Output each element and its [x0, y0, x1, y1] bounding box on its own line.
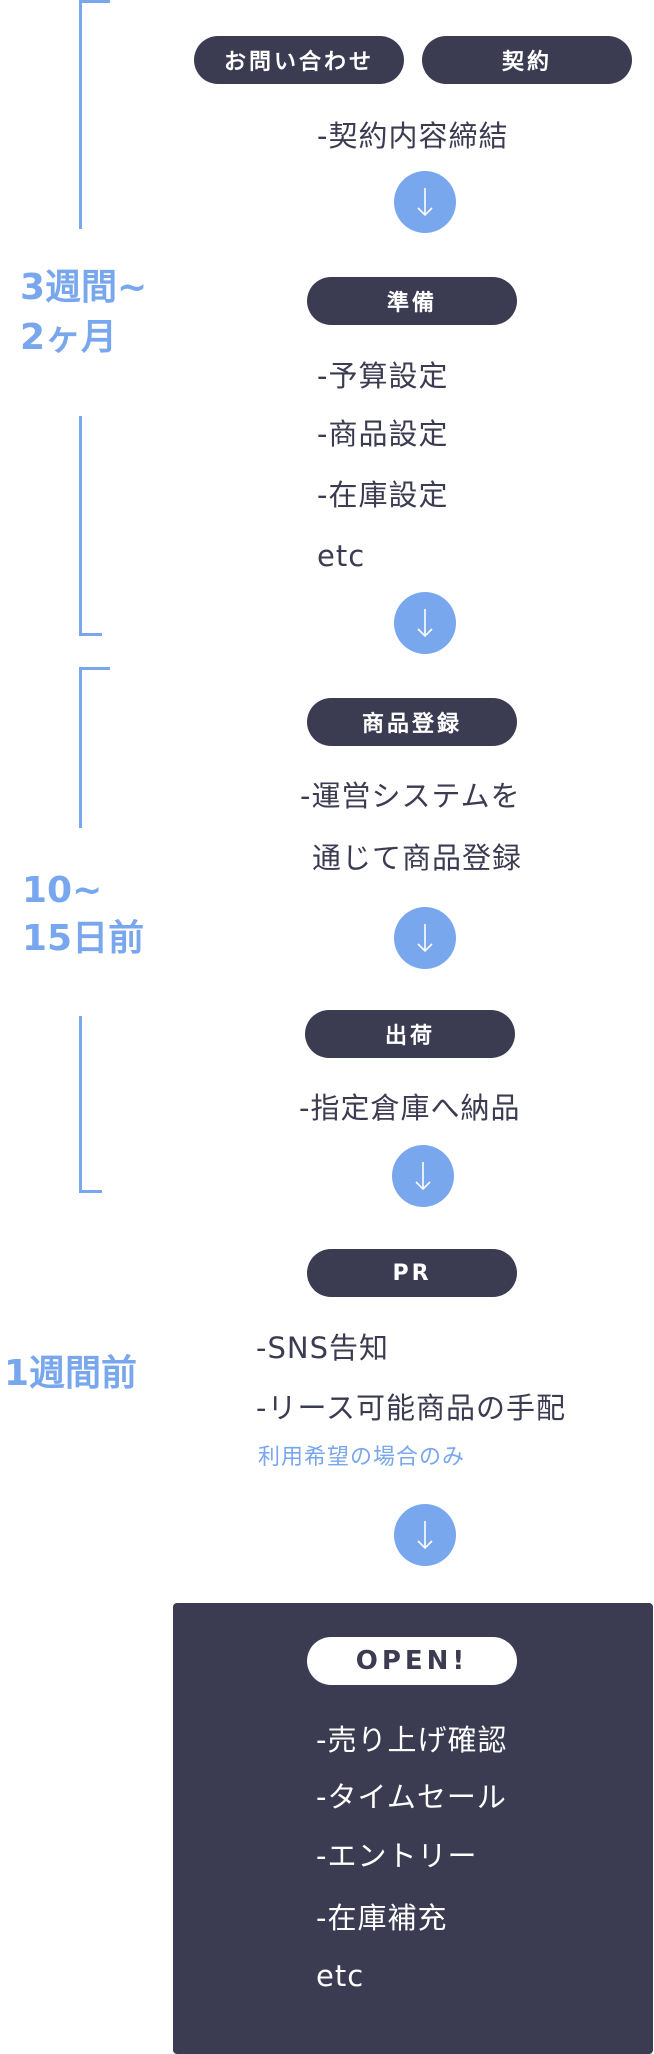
step-item: -在庫設定	[317, 478, 449, 512]
bracket-phase-1-lower-line	[79, 416, 82, 636]
arrow-down-icon	[394, 1504, 456, 1566]
step-pill-contract: 契約	[422, 36, 632, 84]
step-pill-open: OPEN!	[307, 1637, 517, 1685]
step-item: etc	[317, 539, 366, 573]
phase-label-line: 1週間前	[4, 1353, 138, 1394]
phase-label-line: 15日前	[22, 918, 145, 959]
phase-label-line: 2ヶ月	[20, 317, 118, 358]
step-pill-preparation: 準備	[307, 277, 517, 325]
phase-label-line: 10~	[22, 870, 103, 911]
step-item: -契約内容締結	[317, 119, 509, 153]
arrow-down-icon	[394, 171, 456, 233]
step-item: -在庫補充	[316, 1901, 448, 1935]
step-item: -運営システムを	[300, 779, 521, 813]
phase-label-line: 3週間~	[20, 267, 148, 308]
arrow-down-icon	[394, 592, 456, 654]
arrow-down-icon	[392, 1145, 454, 1207]
step-item: etc	[316, 1959, 365, 1993]
step-item: -SNS告知	[256, 1331, 389, 1365]
step-pill-pr: PR	[307, 1249, 517, 1297]
step-item: 通じて商品登録	[312, 841, 523, 875]
bracket-phase-1-top-cap	[79, 0, 110, 3]
step-item: -商品設定	[317, 417, 449, 451]
step-pill-inquiry: お問い合わせ	[194, 36, 404, 84]
step-note: 利用希望の場合のみ	[258, 1445, 466, 1470]
step-item: -売り上げ確認	[316, 1723, 508, 1757]
step-pill-product-registration: 商品登録	[307, 698, 517, 746]
bracket-phase-2-upper-line	[79, 667, 82, 828]
bracket-phase-1-bottom-cap	[79, 633, 102, 636]
step-pill-shipping: 出荷	[305, 1010, 515, 1058]
step-item: -予算設定	[317, 359, 449, 393]
bracket-phase-2-top-cap	[79, 667, 110, 670]
step-item: -リース可能商品の手配	[256, 1391, 567, 1425]
bracket-phase-2-lower-line	[79, 1016, 82, 1193]
step-item: -指定倉庫へ納品	[299, 1091, 521, 1125]
step-item: -タイムセール	[316, 1780, 507, 1814]
bracket-phase-2-bottom-cap	[79, 1190, 102, 1193]
arrow-down-icon	[394, 907, 456, 969]
bracket-phase-1-upper-line	[79, 0, 82, 229]
step-item: -エントリー	[316, 1839, 478, 1873]
